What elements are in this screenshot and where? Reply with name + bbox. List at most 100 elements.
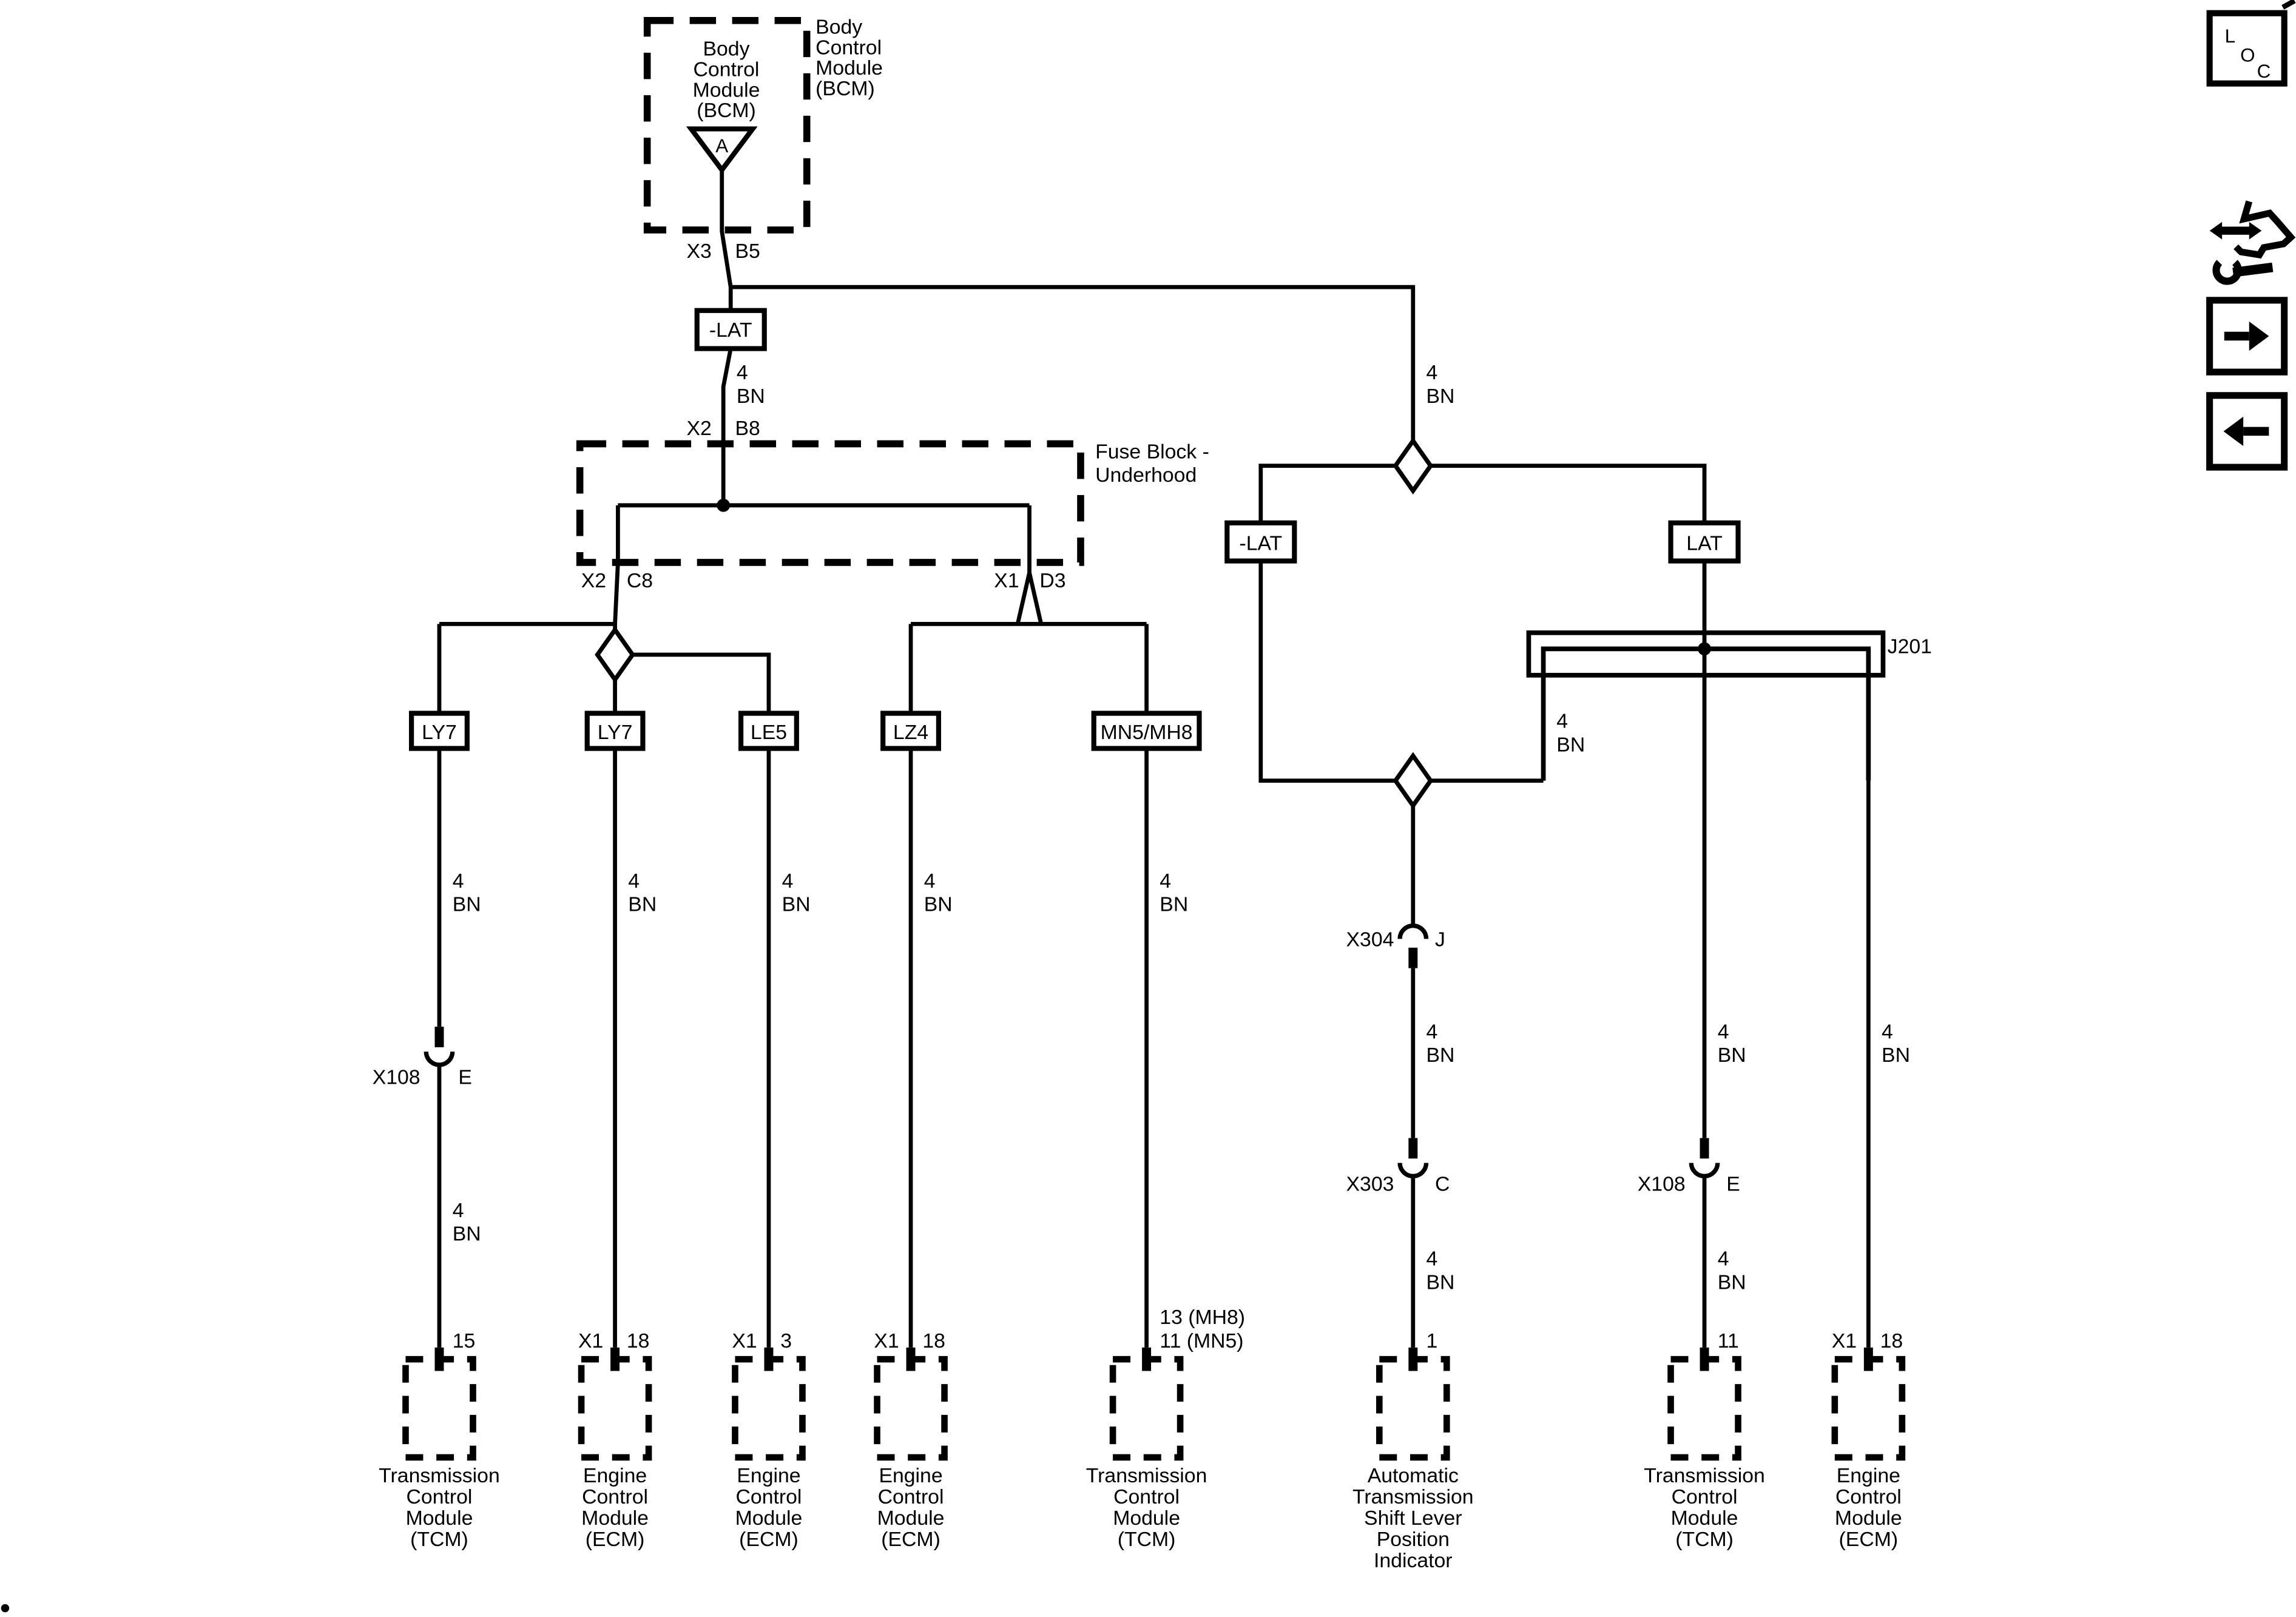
- wire-color-label: BN: [782, 893, 811, 916]
- splice-diamond: [1393, 437, 1434, 495]
- module-name-line: (ECM): [881, 1528, 940, 1551]
- lat-minus-top-box: [694, 308, 767, 351]
- wire-gauge-label: 4: [1427, 1247, 1438, 1271]
- page-corner-artifact: [2281, 0, 2296, 10]
- wire-gauge-label: 4: [1427, 361, 1438, 384]
- module-name-line: Transmission: [379, 1464, 500, 1487]
- module-name-line: Module: [1113, 1507, 1180, 1530]
- double-arrow-right-head: [2249, 221, 2262, 240]
- inline-connector-pin: E: [1726, 1173, 1740, 1196]
- module-name-line: (TCM): [410, 1528, 468, 1551]
- module-name-line: (ECM): [739, 1528, 799, 1551]
- module-dashed-box: [1667, 1355, 1741, 1461]
- splice-diamond: [1393, 752, 1434, 809]
- nav-back-box[interactable]: [2206, 392, 2288, 471]
- wire-color-label: BN: [737, 385, 765, 408]
- bcm-title-line: Control: [694, 58, 760, 81]
- wire-bcm-branch-right: [731, 285, 1416, 441]
- fuse-out-connector-label: X2: [581, 569, 606, 592]
- left-distribution-wires: [437, 562, 1149, 714]
- module-terminal-label: 11: [1718, 1329, 1739, 1352]
- module-name-line: Control: [407, 1485, 473, 1508]
- bcm-title-line: Body: [703, 38, 749, 61]
- module-name-line: (TCM): [1118, 1528, 1176, 1551]
- module-dashed-box: [1376, 1355, 1450, 1461]
- right-distribution: -LAT LAT J201 4 BN X304 J 4 BN X303 C 4 …: [1224, 437, 1932, 1371]
- inline-connector-name: X108: [373, 1065, 420, 1089]
- module-dashed-box: [402, 1355, 476, 1461]
- bcm-title-line: Module: [693, 78, 760, 101]
- module-name-line: Automatic: [1368, 1464, 1459, 1487]
- engine-code-label: LY7: [598, 721, 633, 744]
- wire-gauge-label: 4: [924, 869, 936, 893]
- wire-color-label: BN: [628, 893, 657, 916]
- left-drop-wires: 4 BN X108 E 4 BN 4 BN 4 BN 4 BN 4 BN: [373, 748, 1188, 1371]
- wire-gauge-label: 4: [737, 361, 748, 384]
- fuse-block-dashed-box: [576, 440, 1084, 566]
- nav-back-button[interactable]: [2206, 392, 2288, 471]
- nav-forward-button[interactable]: [2206, 297, 2288, 376]
- connector-cup: [1397, 1163, 1429, 1179]
- module-name-line: Position: [1377, 1528, 1450, 1551]
- wire-gauge-label: 4: [1882, 1020, 1893, 1043]
- toolbar: L O C: [2206, 10, 2296, 471]
- wire-gauge-label: 4: [1718, 1247, 1729, 1271]
- j201-outer-box: [1526, 630, 1886, 678]
- fuse-in-connector-label: X2: [687, 417, 712, 440]
- wire-c8-drop: [613, 562, 620, 630]
- module-dashed-box: [1831, 1355, 1906, 1461]
- wire-d3-fork-left: [1015, 572, 1032, 625]
- engine-code-label: LE5: [751, 721, 787, 744]
- wire-color-label: BN: [1718, 1271, 1746, 1294]
- bcm-output-triangle: [686, 126, 758, 174]
- engine-code-label: MN5/MH8: [1101, 721, 1193, 744]
- lat-minus-label: -LAT: [1239, 532, 1282, 555]
- inline-connector-pin: E: [458, 1065, 472, 1089]
- wire-to-le5: [632, 652, 771, 714]
- module-name-line: Control: [878, 1485, 944, 1508]
- module-connector-label: X1: [1832, 1329, 1857, 1352]
- module-name-line: (ECM): [586, 1528, 645, 1551]
- fuse-block-group: Fuse Block - Underhood X2 C8 X1 D3: [576, 440, 1209, 592]
- wire-lat-to-fuseblock: [721, 348, 733, 505]
- modules-row: 15 Transmission Control Module (TCM) X1 …: [379, 1306, 1906, 1572]
- right-arrow-icon: [2249, 321, 2269, 351]
- module-name-line: Control: [1835, 1485, 1902, 1508]
- module-name-line: Indicator: [1374, 1549, 1453, 1572]
- loc-letter-l: L: [2225, 25, 2235, 47]
- module-terminal-label: 18: [627, 1329, 650, 1352]
- module-terminal-label: 11 (MN5): [1160, 1329, 1243, 1352]
- module-terminal-label: 1: [1427, 1329, 1438, 1352]
- bcm-side-label-line: Module: [815, 56, 883, 79]
- nav-forward-box[interactable]: [2206, 297, 2288, 376]
- module-name-line: Module: [406, 1507, 473, 1530]
- module-dashed-box: [578, 1355, 652, 1461]
- wire-color-label: BN: [1427, 385, 1455, 408]
- loc-button-box[interactable]: [2206, 10, 2288, 87]
- loc-button[interactable]: L O C: [2206, 10, 2288, 87]
- wire-gauge-label: 4: [1427, 1020, 1438, 1043]
- wire-gauge-label: 4: [782, 869, 794, 893]
- wire-color-label: BN: [453, 893, 481, 916]
- fuse-block-title-line: Underhood: [1095, 464, 1197, 487]
- module-name-line: Module: [1671, 1507, 1738, 1530]
- module-name-line: Transmission: [1352, 1485, 1474, 1508]
- module-terminal-label: 18: [1880, 1329, 1903, 1352]
- module-terminal-label: 18: [922, 1329, 945, 1352]
- module-name-line: Control: [1113, 1485, 1180, 1508]
- wire-color-label: BN: [453, 1223, 481, 1246]
- module-name-line: Engine: [583, 1464, 647, 1487]
- bcm-side-label-line: Control: [815, 36, 882, 59]
- vehicle-outline-shape: [2234, 200, 2296, 259]
- splice-dot: [1698, 642, 1711, 656]
- bcm-terminal-label: B5: [735, 240, 760, 263]
- lat-minus-box: [1224, 520, 1297, 564]
- module-dashed-box: [874, 1355, 948, 1461]
- left-arrow-icon: [2223, 416, 2244, 447]
- engine-code-label: LY7: [422, 721, 457, 744]
- adjust-wrench-icon[interactable]: [2209, 200, 2296, 285]
- wire-gauge-label: 4: [453, 1199, 464, 1222]
- module-name-line: Control: [582, 1485, 648, 1508]
